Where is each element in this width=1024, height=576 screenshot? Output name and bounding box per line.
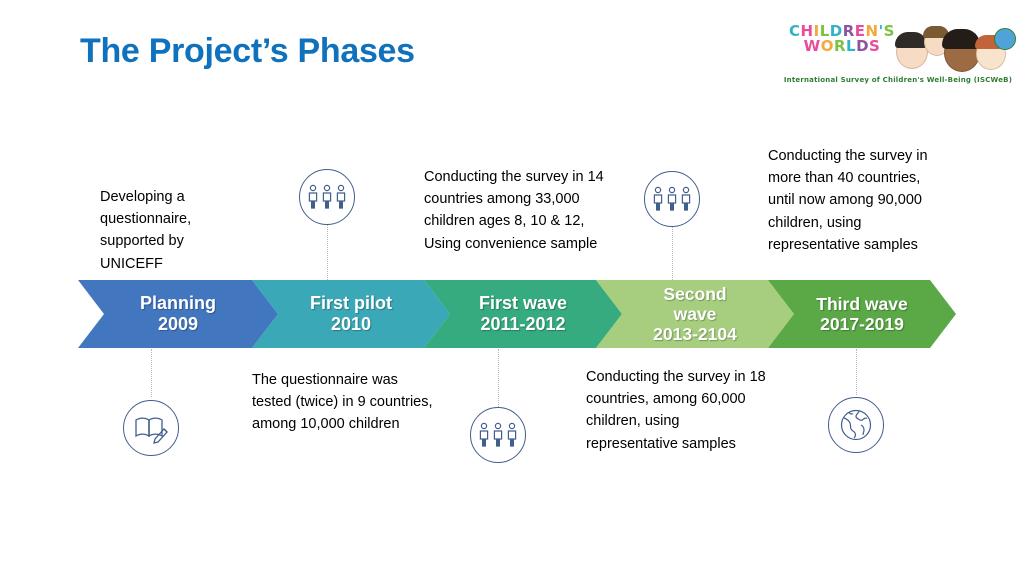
three-people-icon — [299, 169, 355, 225]
caption-first-pilot: The questionnaire was tested (twice) in … — [252, 372, 433, 433]
chevron-first-wave[interactable]: First wave 2011-2012 — [424, 280, 622, 348]
logo-line1: CHILDREN'S — [789, 22, 895, 40]
connector-third-wave — [856, 349, 857, 395]
caption-third-wave: Conducting the survey in more than 40 co… — [768, 148, 928, 253]
logo-line2: WORLDS — [803, 37, 881, 56]
chevron-third-wave-period: 2017-2019 — [820, 314, 904, 334]
logo-wordmark: CHILDREN'S WORLDS — [786, 22, 898, 56]
chevron-planning-period: 2009 — [157, 314, 199, 334]
face-2-hair — [923, 26, 949, 38]
connector-planning — [151, 349, 152, 397]
book-pencil-icon — [123, 400, 179, 456]
chevron-planning-title: Planning — [140, 293, 216, 314]
chevron-second-wave-title: Second wave — [663, 283, 727, 324]
face-1-hair — [895, 32, 927, 48]
chevron-second-wave[interactable]: Second wave 2013-2104 — [596, 280, 794, 348]
globe-icon — [828, 397, 884, 453]
chevron-first-pilot-period: 2010 — [330, 314, 372, 334]
caption-first-wave: Conducting the survey in 14 countries am… — [424, 169, 604, 252]
face-3-hair — [942, 29, 980, 49]
three-people-icon — [470, 407, 526, 463]
childrens-worlds-logo: CHILDREN'S WORLDS International Survey o… — [782, 20, 1016, 96]
connector-second-wave — [672, 224, 673, 280]
caption-planning: Developing a questionnaire, supported by… — [100, 189, 192, 272]
three-people-icon — [644, 171, 700, 227]
chevron-first-pilot-title: First pilot — [310, 293, 392, 314]
chevron-third-wave[interactable]: Third wave 2017-2019 — [768, 280, 956, 348]
chevron-first-wave-period: 2011-2012 — [480, 314, 566, 334]
chevron-first-pilot[interactable]: First pilot 2010 — [252, 280, 450, 348]
chevron-planning[interactable]: Planning 2009 — [78, 280, 278, 348]
page-title: The Project’s Phases — [80, 32, 415, 70]
globe-logo-icon — [994, 28, 1016, 50]
timeline-chevron-band: Planning 2009 First pilot 2010 First wav… — [0, 280, 1024, 348]
chevron-second-wave-period: 2013-2104 — [653, 324, 737, 345]
connector-first-pilot — [327, 222, 328, 280]
caption-second-wave: Conducting the survey in 18 countries, a… — [586, 369, 766, 452]
logo-tagline: International Survey of Children's Well-… — [783, 76, 1013, 84]
connector-first-wave — [498, 349, 499, 407]
chevron-third-wave-title: Third wave — [816, 293, 908, 314]
chevron-first-wave-title: First wave — [478, 293, 568, 314]
logo-children-faces — [894, 26, 1016, 72]
